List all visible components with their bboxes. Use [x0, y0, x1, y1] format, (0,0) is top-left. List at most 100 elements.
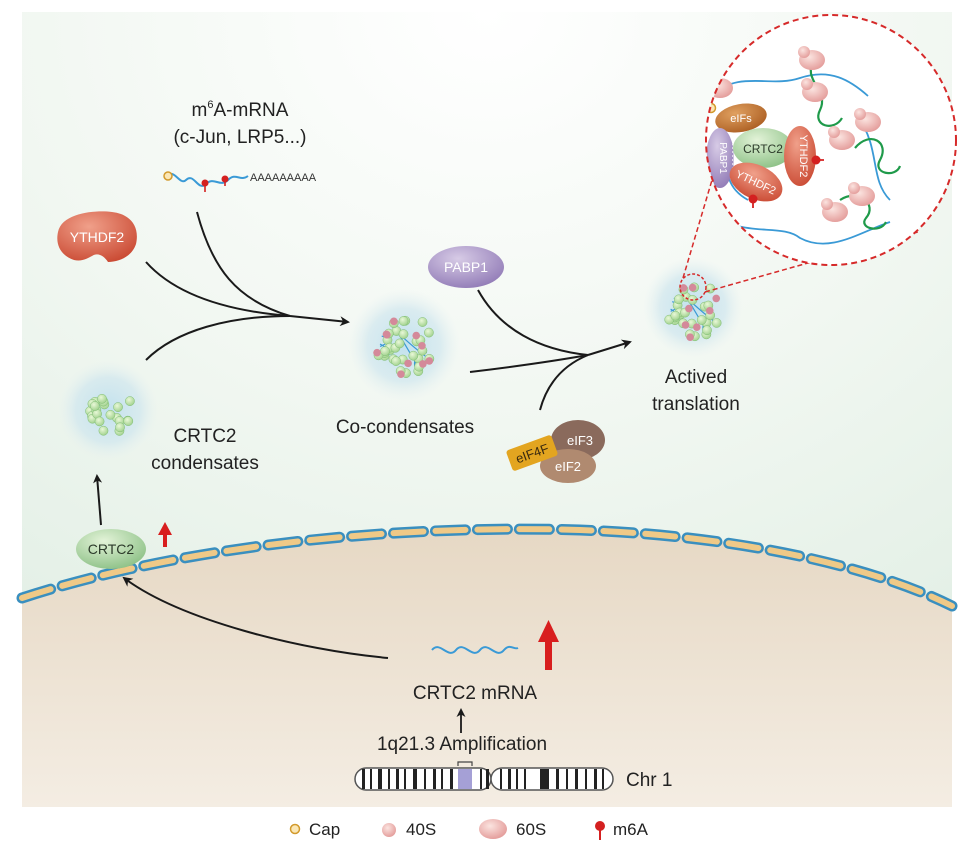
legend-m6a-label: m6A	[613, 820, 649, 839]
chromosome-band	[404, 769, 406, 789]
droplet-ribosome	[373, 348, 381, 357]
eif2-protein	[540, 449, 596, 483]
40s-ribosome-icon	[382, 823, 396, 837]
crtc2-condensates-label: CRTC2	[174, 426, 237, 447]
40s-ribosome-icon	[798, 46, 810, 58]
droplet-particle	[417, 317, 428, 327]
eif3-label: eIF3	[567, 433, 593, 448]
amplified-region-bracket	[457, 761, 473, 766]
droplet-particle	[394, 338, 405, 349]
chromosome-band	[378, 769, 382, 789]
droplet-particle	[380, 346, 390, 356]
crtc2-protein-label: CRTC2	[88, 541, 135, 557]
legend-60s-label: 60S	[516, 820, 546, 839]
legend: Cap 40S 60S m6A	[289, 819, 649, 840]
60s-ribosome-icon	[479, 819, 507, 839]
droplet-ribosome	[412, 331, 421, 340]
m6a-pin-icon	[811, 155, 821, 165]
chromosome-band	[602, 769, 604, 789]
droplet-ribosome	[419, 360, 427, 368]
m6a-pin-icon	[748, 194, 758, 204]
droplet-particle	[391, 356, 401, 366]
assembly-arrows	[145, 211, 350, 361]
zoom-poly-a: AAAAAAA	[730, 144, 736, 172]
droplet-particle	[398, 316, 409, 326]
crtc2-upregulation-arrow-icon	[158, 522, 172, 547]
40s-ribosome-icon	[854, 108, 866, 120]
40s-ribosome-icon	[821, 198, 833, 210]
chromosome-band	[388, 769, 390, 789]
eif2-label: eIF2	[555, 459, 581, 474]
droplet-particle	[696, 315, 707, 325]
droplet-ribosome	[390, 317, 398, 326]
m6a-pin-icon	[595, 821, 605, 831]
zoom-border	[705, 14, 957, 266]
zoom-inset: eIFs PABP1 AAAAAAA CRTC2 YTHDF2 YTHDF2	[705, 14, 957, 266]
chromosome-1	[354, 761, 614, 791]
chromosome-band	[508, 769, 511, 789]
m6a-pin-icon	[201, 179, 209, 187]
droplet-particle	[711, 318, 722, 328]
droplet-particle	[105, 409, 116, 420]
co-condensate-droplet	[348, 289, 460, 401]
droplet-particle	[97, 393, 107, 404]
droplet-ribosome	[382, 330, 391, 339]
chromosome-band	[413, 769, 417, 789]
eif4f-protein	[506, 435, 558, 471]
chromosome-band	[594, 769, 597, 789]
cap-icon	[163, 171, 173, 181]
translation-arrows	[469, 289, 632, 411]
zoom-eifs-protein	[715, 103, 767, 133]
droplet-ribosome	[693, 323, 701, 331]
zoom-crtc2-label: CRTC2	[743, 142, 783, 156]
mrna-to-crtc2-arrow	[122, 576, 389, 659]
chromosome-band	[500, 769, 502, 789]
droplet-particle	[89, 401, 100, 411]
chromosome-band	[566, 769, 568, 789]
droplet-particle	[398, 329, 409, 339]
amplification-label: 1q21.3 Amplification	[377, 734, 547, 755]
ythdf2-label: YTHDF2	[70, 229, 125, 245]
chromosome-band	[370, 769, 372, 789]
droplet-ribosome	[712, 294, 721, 303]
droplet-particle	[94, 416, 105, 427]
zoom-ythdf2-right	[784, 126, 816, 186]
chromosome-band	[396, 769, 399, 789]
droplet-particle	[123, 416, 134, 426]
poly-a-tail: AAAAAAAAA	[250, 172, 317, 184]
droplet-ribosome	[404, 359, 412, 368]
actived-translation-label-line2: translation	[652, 394, 740, 415]
legend-cap-label: Cap	[309, 820, 340, 839]
chromosome-band	[362, 769, 365, 789]
droplet-particle	[98, 425, 109, 436]
cap-icon	[289, 823, 301, 835]
chromosome-band	[516, 769, 518, 789]
eif-complex: eIF3 eIF2 eIF4F	[506, 420, 605, 483]
amplified-region	[458, 769, 472, 789]
droplet-ribosome	[705, 306, 714, 315]
droplet-particle	[125, 396, 135, 406]
zoom-crtc2-protein	[733, 128, 793, 168]
40s-ribosome-icon	[848, 182, 860, 194]
droplet-particle	[408, 350, 419, 361]
ythdf2-protein: YTHDF2	[57, 211, 137, 262]
droplet-particle	[673, 294, 684, 305]
droplet-ribosome	[686, 333, 694, 342]
actived-translation-label: Actived	[665, 367, 727, 388]
chromosome-band	[486, 769, 489, 789]
chromosome-band	[424, 769, 426, 789]
crtc2-condensate-droplet	[58, 360, 158, 460]
crtc2-to-condensate-arrow	[93, 474, 103, 526]
droplet-ribosome	[418, 341, 426, 350]
nuclear-membrane	[16, 523, 958, 612]
droplet-ribosome	[688, 283, 697, 292]
chromosome-band	[524, 769, 526, 789]
m6a-mrna-examples: (c-Jun, LRP5...)	[173, 127, 306, 148]
chromosome-band	[540, 769, 549, 789]
droplet-ribosome	[397, 370, 405, 378]
pabp1-label: PABP1	[444, 259, 488, 275]
droplet-particle	[113, 402, 123, 412]
chromosome-band	[441, 769, 443, 789]
crtc2-mrna-strand	[431, 645, 519, 654]
